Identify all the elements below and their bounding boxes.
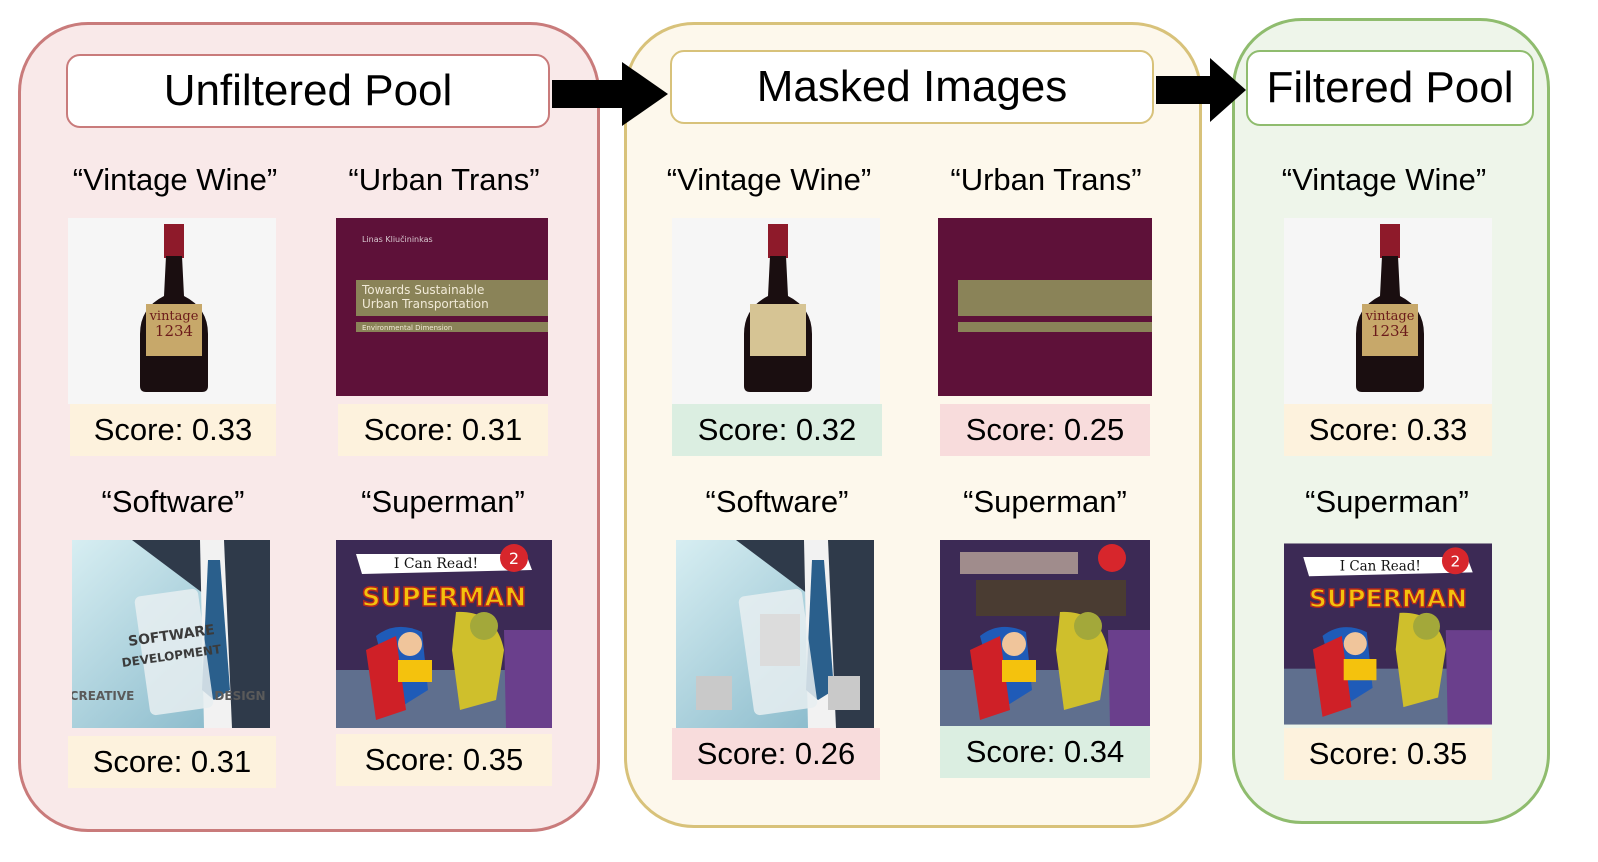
arrow-right-icon (1156, 58, 1246, 122)
score-label: Score: 0.33 (70, 404, 276, 456)
superman-masked-image (940, 540, 1150, 726)
caption-software: “Software” (101, 484, 245, 519)
software-masked-image (676, 540, 874, 728)
superman-comic-image: I Can Read! 2 SUPERMAN (1284, 540, 1492, 728)
score-label: Score: 0.35 (336, 734, 552, 786)
svg-text:SUPERMAN: SUPERMAN (1309, 584, 1467, 613)
svg-text:Environmental Dimension: Environmental Dimension (362, 324, 452, 332)
filtered-pool-title: Filtered Pool (1246, 50, 1534, 126)
masked-images-title: Masked Images (670, 50, 1154, 124)
book-cover-masked-image (938, 218, 1152, 396)
wine-bottle-masked-image (672, 218, 880, 404)
score-label: Score: 0.31 (338, 404, 548, 456)
svg-text:I Can Read!: I Can Read! (1340, 558, 1421, 574)
svg-text:1234: 1234 (155, 322, 193, 340)
caption-vintage-wine: “Vintage Wine” (1281, 162, 1487, 197)
caption-superman: “Superman” (963, 484, 1127, 519)
arrow-right-icon (552, 62, 668, 126)
superman-comic-image: I Can Read! 2 SUPERMAN (336, 540, 552, 728)
score-label: Score: 0.31 (68, 736, 276, 788)
unfiltered-pool-title: Unfiltered Pool (66, 54, 550, 128)
wine-bottle-image: vintage 1234 (68, 218, 276, 404)
caption-urban-trans: “Urban Trans” (348, 162, 540, 197)
svg-text:SUPERMAN: SUPERMAN (362, 583, 526, 613)
svg-text:CREATIVE: CREATIVE (72, 689, 134, 703)
score-label: Score: 0.32 (672, 404, 882, 456)
caption-vintage-wine: “Vintage Wine” (72, 162, 278, 197)
score-label: Score: 0.35 (1284, 728, 1492, 780)
caption-urban-trans: “Urban Trans” (950, 162, 1142, 197)
score-label: Score: 0.33 (1284, 404, 1492, 456)
svg-text:vintage: vintage (149, 309, 199, 324)
svg-text:2: 2 (509, 549, 519, 568)
svg-text:I Can Read!: I Can Read! (394, 556, 478, 572)
svg-text:2: 2 (1451, 553, 1461, 571)
caption-vintage-wine: “Vintage Wine” (666, 162, 872, 197)
svg-text:1234: 1234 (1371, 322, 1409, 340)
svg-text:vintage: vintage (1365, 309, 1415, 324)
caption-superman: “Superman” (361, 484, 525, 519)
svg-text:DESIGN: DESIGN (214, 689, 265, 703)
software-development-image: SOFTWARE DEVELOPMENT CREATIVE DESIGN (72, 540, 270, 728)
svg-text:Urban Transportation: Urban Transportation (362, 297, 489, 311)
caption-software: “Software” (705, 484, 849, 519)
wine-bottle-image: vintage 1234 (1284, 218, 1492, 404)
caption-superman: “Superman” (1305, 484, 1469, 519)
score-label: Score: 0.25 (940, 404, 1150, 456)
svg-text:Linas Kliučininkas: Linas Kliučininkas (362, 234, 433, 244)
book-cover-image: Linas Kliučininkas Towards Sustainable U… (336, 218, 548, 396)
score-label: Score: 0.26 (672, 728, 880, 780)
svg-text:Towards Sustainable: Towards Sustainable (361, 283, 484, 297)
score-label: Score: 0.34 (940, 726, 1150, 778)
